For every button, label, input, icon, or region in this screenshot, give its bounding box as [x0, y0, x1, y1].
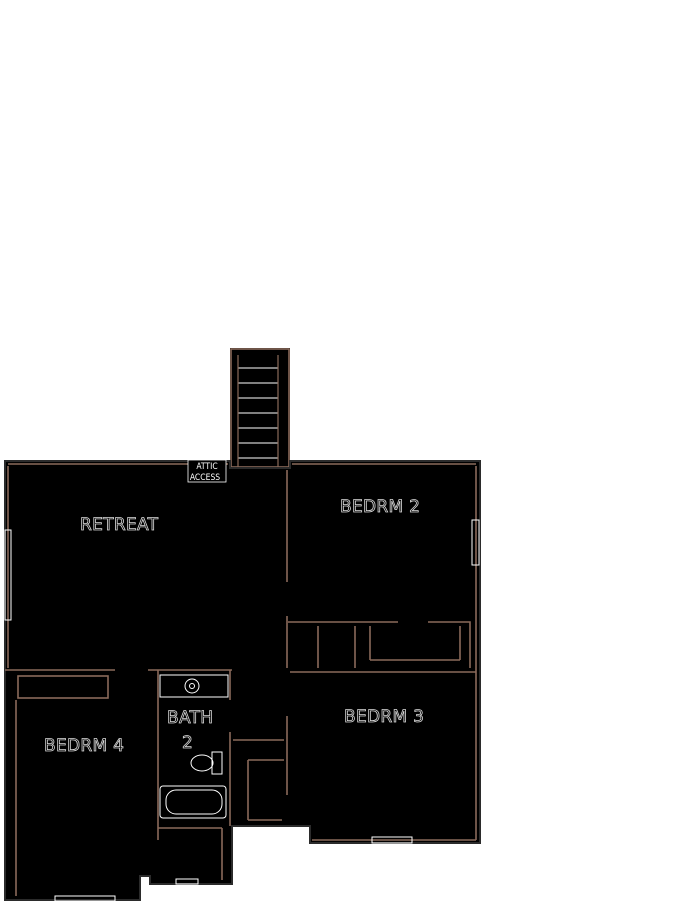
toilet-bowl-icon [190, 754, 214, 772]
attic-access-line1: ATTIC [196, 462, 217, 472]
attic-access: ATTIC ACCESS [187, 459, 227, 483]
toilet-tank [211, 751, 223, 775]
window-bedrm4-bottom [54, 895, 116, 902]
room-label-bedrm3: BEDRM 3 [344, 707, 424, 727]
windows [4, 519, 480, 902]
vanity [159, 674, 229, 698]
window-bedrm3-bottom [371, 836, 413, 844]
window-retreat-left [4, 529, 12, 621]
window-bath-bottom [175, 878, 199, 885]
room-label-retreat: RETREAT [80, 515, 159, 535]
attic-access-line2: ACCESS [190, 473, 220, 483]
room-label-bath-number: 2 [182, 733, 193, 753]
floor-outline [4, 460, 481, 901]
interior-walls [5, 470, 476, 896]
room-label-bedrm4: BEDRM 4 [44, 736, 124, 756]
room-label-bedrm2: BEDRM 2 [340, 497, 420, 517]
room-label-bath: BATH [167, 708, 213, 728]
bathtub [159, 785, 227, 819]
window-bedrm2-right [471, 519, 480, 566]
exterior-trim [7, 463, 477, 841]
sink-icon [184, 678, 200, 694]
bath-fixtures [159, 674, 229, 819]
